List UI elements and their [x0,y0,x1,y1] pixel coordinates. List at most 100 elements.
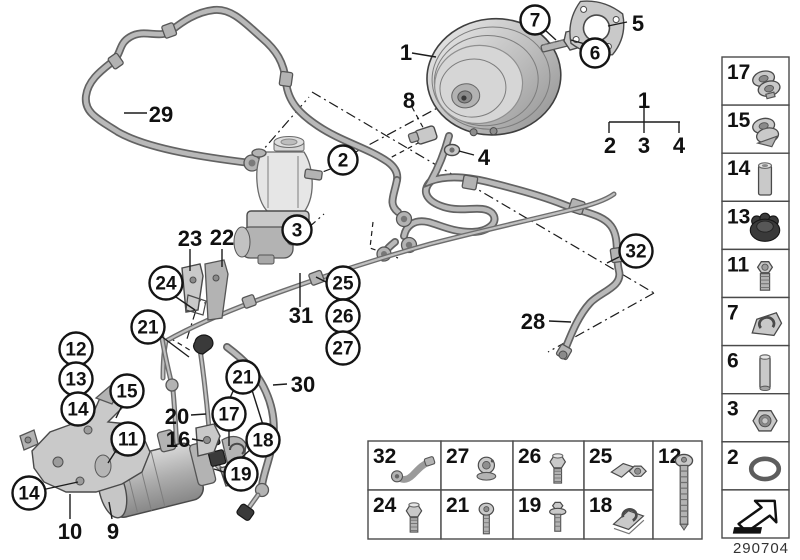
table-part-cell[interactable]: 27 [440,440,514,491]
part-number-label: 25 [589,445,613,468]
table-part-cell[interactable]: 19 [512,489,585,540]
pipe-bracket-icon [390,456,436,483]
callout-23[interactable]: 23 [178,226,202,251]
part-number-label: 21 [446,494,470,517]
direction-arrow-icon [732,499,778,534]
table-part-cell[interactable]: 26 [512,440,585,491]
tree-child-label[interactable]: 4 [673,133,686,158]
callout-circle-32[interactable]: 32 [618,233,654,269]
svg-text:2: 2 [338,151,349,172]
tree-parent-label[interactable]: 1 [638,88,650,113]
hex-nut-icon [752,410,778,432]
callout-circle-18[interactable]: 18 [245,422,281,458]
callout-16[interactable]: 16 [166,427,190,452]
table-part-cell[interactable]: 32 [367,440,442,491]
sidebar-part-cell[interactable]: 6 [721,344,790,395]
part-number-label: 11 [727,253,750,276]
callout-circle-3[interactable]: 3 [281,214,313,246]
callout-30[interactable]: 30 [291,372,315,397]
document-number: 290704 [733,540,789,557]
rubber-grommet-icon [749,212,781,242]
callout-circle-13[interactable]: 13 [58,361,94,397]
hex-screw-icon [756,261,774,291]
callout-circle-12[interactable]: 12 [58,331,94,367]
svg-text:21: 21 [137,318,159,339]
part-number-label: 3 [727,398,739,421]
table-part-cell[interactable]: 25 [583,440,654,491]
sidebar-part-cell[interactable]: 13 [721,200,790,251]
callout-circle-15[interactable]: 15 [109,373,145,409]
callout-circle-19[interactable]: 19 [223,456,259,492]
callout-circle-21[interactable]: 21 [130,309,166,345]
table-part-cell[interactable]: 21 [440,489,514,540]
part-number-label: 26 [518,445,541,468]
callout-circle-6[interactable]: 6 [579,37,611,69]
svg-text:18: 18 [252,431,273,452]
sidebar-part-cell[interactable]: 11 [721,248,790,299]
bracket-bolt [75,476,85,486]
callout-10[interactable]: 10 [58,519,82,544]
table-part-cell[interactable]: 12 [652,440,703,540]
callout-circle-14[interactable]: 14 [60,391,96,427]
direction-arrow-cell [721,489,790,539]
body-clip-icon [752,117,780,148]
callout-circle-26[interactable]: 26 [325,298,361,334]
sidebar-part-cell[interactable]: 17 [721,56,790,106]
washer-screw-icon [549,501,567,532]
part-number-label: 17 [727,61,750,84]
callout-circle-25[interactable]: 25 [325,265,361,301]
callout-31[interactable]: 31 [289,303,313,328]
clip-nut-icon [612,508,645,535]
callout-circle-27[interactable]: 27 [325,330,361,366]
callout-22[interactable]: 22 [210,225,234,250]
callout-circle-7[interactable]: 7 [519,4,551,36]
part-number-label: 19 [518,494,541,517]
vacuum-hose-29 [81,5,402,184]
table-part-cell[interactable]: 18 [583,489,654,540]
hex-bolt-icon [405,502,423,533]
callout-circle-14[interactable]: 14 [11,475,47,511]
sidebar-part-cell[interactable]: 2 [721,441,790,491]
callout-1[interactable]: 1 [400,40,412,65]
part-number-label: 13 [727,205,750,228]
svg-text:14: 14 [67,400,89,421]
brake-booster [426,17,562,137]
pin-icon [759,354,771,392]
callout-circle-21[interactable]: 21 [225,359,261,395]
callout-circle-17[interactable]: 17 [211,396,247,432]
callout-circle-2[interactable]: 2 [327,144,359,176]
part-number-label: 32 [373,445,396,468]
callout-circle-24[interactable]: 24 [148,265,184,301]
part-number-label: 15 [727,109,751,132]
hose-connectors [376,176,499,262]
callout-8[interactable]: 8 [403,88,415,113]
svg-text:6: 6 [590,44,601,65]
svg-text:17: 17 [218,405,239,426]
pipe-clip [193,334,214,355]
callout-28[interactable]: 28 [521,309,545,334]
svg-text:32: 32 [625,242,646,263]
torx-screw-icon [478,502,495,535]
svg-text:12: 12 [65,340,86,361]
callout-circle-11[interactable]: 11 [110,421,146,457]
hex-bolt-icon [549,453,567,484]
callout-20[interactable]: 20 [165,404,189,429]
table-part-cell[interactable]: 24 [367,489,442,540]
sidebar-part-cell[interactable]: 3 [721,393,790,443]
callout-4[interactable]: 4 [478,145,491,170]
svg-text:27: 27 [332,339,353,360]
callout-5[interactable]: 5 [632,11,644,36]
tree-child-label[interactable]: 2 [604,133,616,158]
sidebar-part-cell[interactable]: 7 [721,296,790,347]
sidebar-part-cell[interactable]: 15 [721,104,790,154]
tree-child-label[interactable]: 3 [638,133,650,158]
part-number-label: 27 [446,445,469,468]
callout-29[interactable]: 29 [149,102,173,127]
part-number-label: 2 [727,446,739,469]
callout-9[interactable]: 9 [107,519,119,544]
sidebar-part-cell[interactable]: 14 [721,152,790,202]
